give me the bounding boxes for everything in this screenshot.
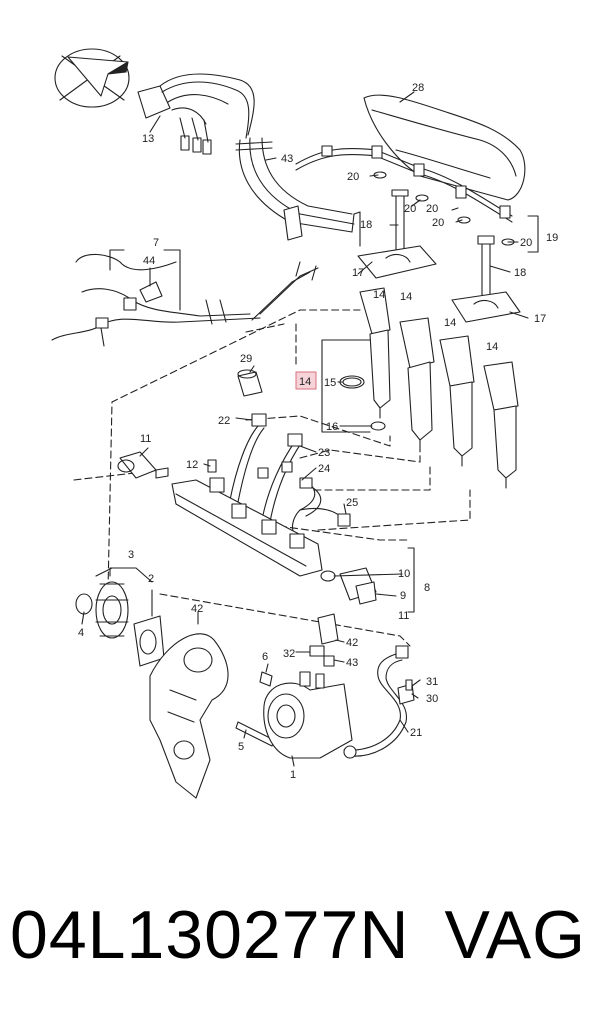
- callout-label[interactable]: 5: [238, 741, 244, 753]
- callout-label[interactable]: 9: [400, 590, 406, 602]
- callout-label[interactable]: 30: [426, 693, 438, 705]
- timing-cover: [149, 633, 229, 799]
- callout-label[interactable]: 29: [240, 353, 252, 365]
- callout-label[interactable]: 11: [398, 610, 409, 622]
- leak-off-line: [295, 145, 515, 246]
- callout-label[interactable]: 28: [412, 82, 424, 94]
- injectors: [359, 287, 519, 489]
- fuel-rail: [171, 459, 323, 577]
- callout-label[interactable]: 44: [143, 255, 155, 267]
- callout-label[interactable]: 18: [360, 219, 372, 231]
- callout-label[interactable]: 20: [432, 217, 444, 229]
- part-number: 04L130277N: [10, 897, 410, 973]
- callout-label[interactable]: 20: [426, 203, 438, 215]
- callout-label[interactable]: 3: [128, 549, 134, 561]
- callout-label[interactable]: 21: [410, 727, 422, 739]
- callout-label[interactable]: 4: [78, 627, 84, 639]
- callout-label[interactable]: 10: [398, 568, 410, 580]
- part-footer: 04L130277N VAG: [0, 880, 600, 990]
- rail-pressure-sensor: [117, 451, 169, 479]
- callout-label[interactable]: 17: [352, 267, 364, 279]
- callout-label[interactable]: 14: [444, 317, 456, 329]
- callout-label[interactable]: 17: [534, 313, 546, 325]
- pressure-regulator: [320, 567, 377, 605]
- callout-label[interactable]: 43: [281, 153, 293, 165]
- orientation-arrow-icon: [54, 48, 130, 108]
- callout-label[interactable]: 43: [346, 657, 358, 669]
- wiring-harness: [137, 73, 361, 247]
- sprocket-assembly: [75, 581, 165, 667]
- callout-label[interactable]: 14: [400, 291, 412, 303]
- callout-label[interactable]: 18: [514, 267, 526, 279]
- callout-label[interactable]: 14: [373, 289, 385, 301]
- callout-label[interactable]: 20: [347, 171, 359, 183]
- high-pressure-pump: [263, 613, 353, 759]
- callout-label[interactable]: 20: [520, 237, 532, 249]
- bush: [237, 369, 263, 397]
- callout-label[interactable]: 8: [424, 582, 430, 594]
- callout-label[interactable]: 16: [326, 421, 338, 433]
- callout-label[interactable]: 2: [148, 573, 154, 585]
- leader-lines: [81, 91, 539, 767]
- callout-label[interactable]: 1: [290, 769, 296, 781]
- pump-feed-line: [343, 645, 415, 759]
- callout-label[interactable]: 20: [404, 203, 416, 215]
- highlighted-callout-box[interactable]: [295, 371, 317, 390]
- exploded-parts-diagram: 13 43 28 20 20 20 20 20 19 18 18 17 17 1…: [51, 48, 558, 799]
- callout-label[interactable]: 15: [324, 377, 336, 389]
- bolts: [391, 189, 495, 301]
- callout-label[interactable]: 11: [140, 433, 151, 445]
- callout-label[interactable]: 32: [283, 648, 295, 660]
- callout-label[interactable]: 25: [346, 497, 358, 509]
- callout-label[interactable]: 42: [346, 637, 358, 649]
- cylinder-head-cover: [363, 94, 526, 201]
- fuel-return-line: [51, 253, 319, 347]
- clamps: [357, 245, 521, 323]
- callout-label[interactable]: 19: [546, 232, 558, 244]
- callout-label[interactable]: 14: [486, 341, 498, 353]
- callout-label[interactable]: 23: [318, 447, 330, 459]
- callout-labels: 13 43 28 20 20 20 20 20 19 18 18 17 17 1…: [78, 82, 558, 781]
- callout-label[interactable]: 7: [153, 237, 159, 249]
- pump-bolts: [235, 671, 275, 747]
- callout-label[interactable]: 42: [191, 603, 203, 615]
- callout-label[interactable]: 22: [218, 415, 230, 427]
- callout-label[interactable]: 12: [186, 459, 198, 471]
- callout-label[interactable]: 31: [426, 676, 438, 688]
- brand-name: VAG: [444, 897, 586, 973]
- callout-label[interactable]: 13: [142, 133, 154, 145]
- assembly-guide-lines: [73, 309, 471, 647]
- callout-label[interactable]: 24: [318, 463, 330, 475]
- high-pressure-pipes: [229, 413, 351, 537]
- callout-label[interactable]: 6: [262, 651, 268, 663]
- callout-label[interactable]: 14: [299, 376, 311, 388]
